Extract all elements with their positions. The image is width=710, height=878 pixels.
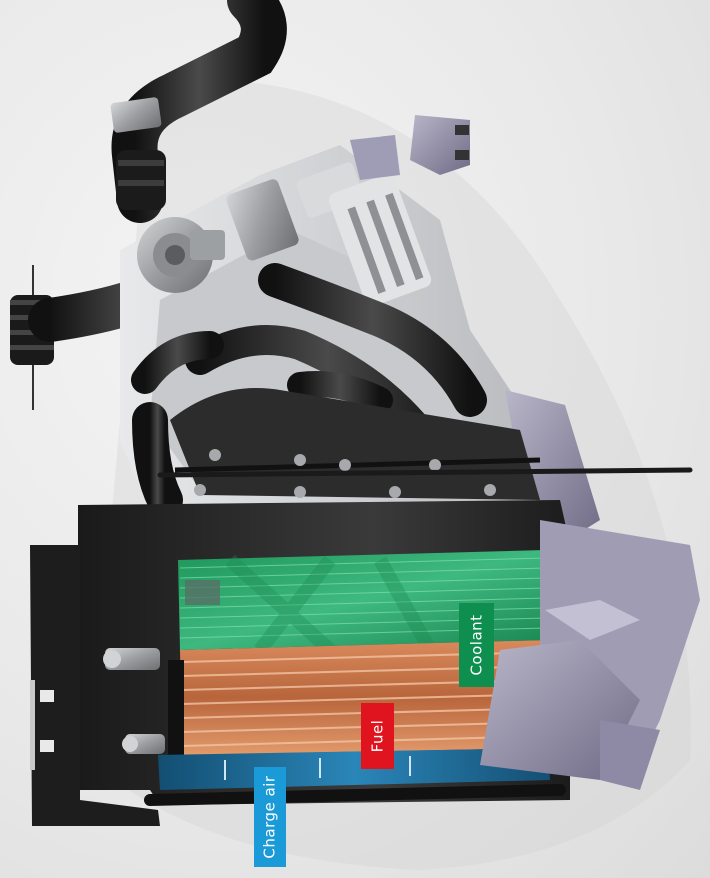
fan-shroud	[157, 388, 693, 500]
charge-air-callout: Charge air	[254, 767, 286, 867]
coolant-label: Coolant	[467, 614, 486, 676]
charge-air-label: Charge air	[261, 775, 279, 859]
turbocharger	[137, 217, 225, 293]
coolant-callout: Coolant	[459, 603, 494, 687]
fuel-callout: Fuel	[361, 703, 394, 769]
right-end-tank	[480, 520, 700, 790]
mounting-bracket	[350, 115, 600, 545]
exhaust-pipe	[110, 0, 287, 223]
inlet-fittings	[103, 648, 165, 754]
fuel-label: Fuel	[368, 719, 387, 753]
